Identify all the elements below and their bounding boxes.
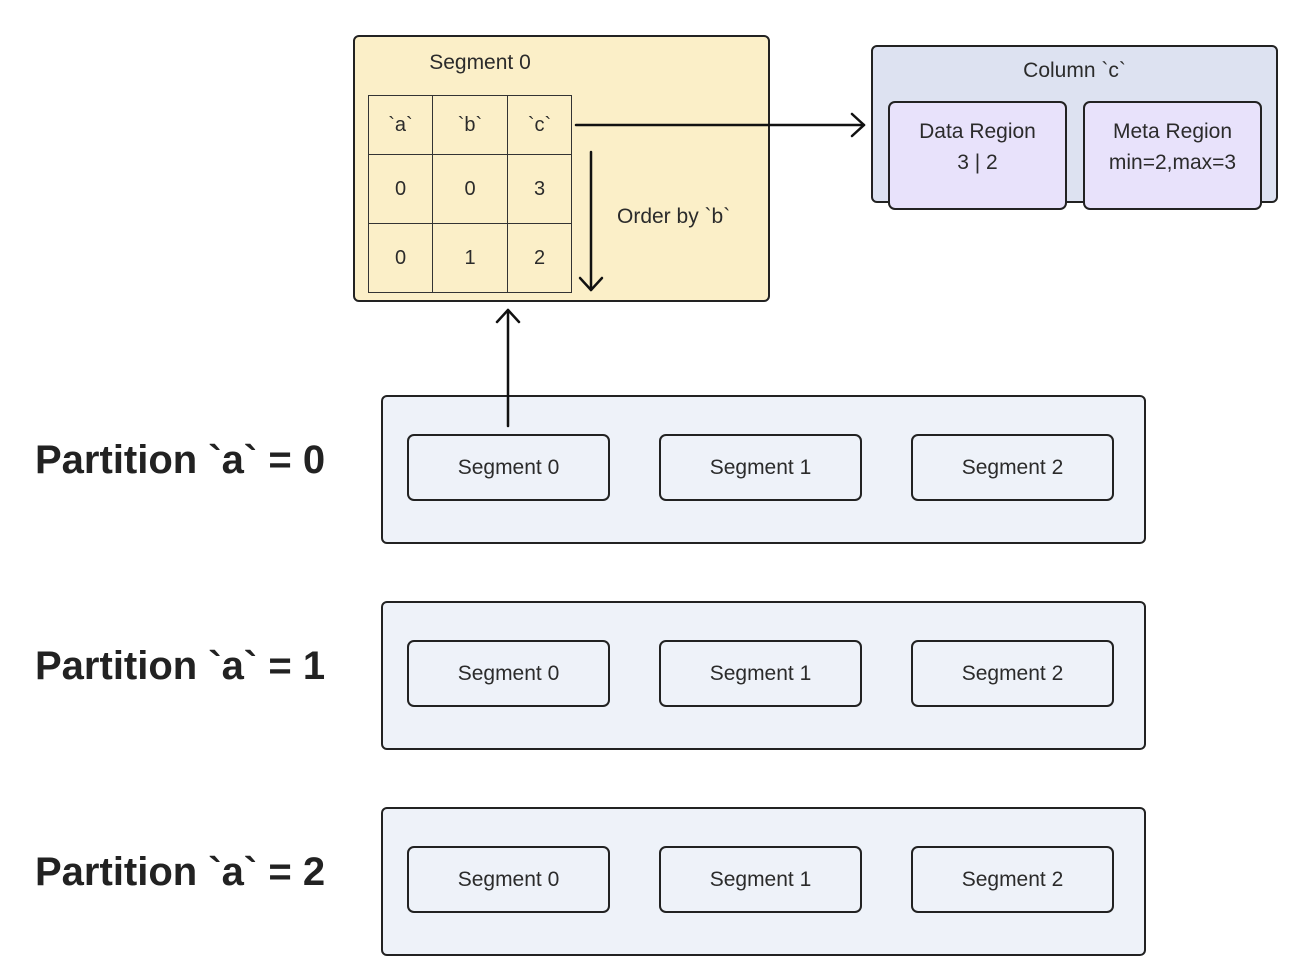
- segment-box[interactable]: Segment 2: [911, 640, 1114, 707]
- column-box: Column `c` Data Region 3 | 2 Meta Region…: [871, 45, 1278, 210]
- partition-label: Partition `a` = 1: [35, 644, 326, 688]
- data-region-box: Data Region 3 | 2: [888, 101, 1067, 210]
- partition-label: Partition `a` = 2: [35, 850, 326, 894]
- segment-box[interactable]: Segment 1: [659, 846, 862, 913]
- arrow-head-down: [578, 276, 604, 292]
- segment-box[interactable]: Segment 1: [659, 640, 862, 707]
- data-region-label: Data Region: [919, 120, 1036, 143]
- table-row: 0 1 2: [368, 223, 572, 293]
- meta-region-value: min=2,max=3: [1108, 151, 1237, 174]
- segment-box[interactable]: Segment 0: [407, 640, 610, 707]
- segment-box[interactable]: Segment 2: [911, 846, 1114, 913]
- segment-detail-box: Segment 0 `a` `b` `c` 0 0 3 0 1 2 Order …: [353, 35, 770, 302]
- arrow-head-right: [850, 112, 866, 138]
- segment-box[interactable]: Segment 0: [407, 434, 610, 501]
- column-header-a: `a`: [368, 95, 433, 155]
- segment-box[interactable]: Segment 0: [407, 846, 610, 913]
- data-region-value: 3 | 2: [957, 151, 998, 174]
- arrow-head-up: [495, 308, 521, 324]
- table-header-row: `a` `b` `c`: [368, 95, 572, 155]
- partition-box: Segment 0 Segment 1 Segment 2: [381, 601, 1146, 750]
- column-title: Column `c`: [1023, 59, 1126, 82]
- segment-box[interactable]: Segment 1: [659, 434, 862, 501]
- segment-table: `a` `b` `c` 0 0 3 0 1 2: [368, 95, 572, 293]
- table-cell: 0: [432, 154, 508, 224]
- table-cell: 3: [507, 154, 572, 224]
- segment-detail-title: Segment 0: [429, 51, 531, 74]
- meta-region-label: Meta Region: [1112, 120, 1233, 143]
- table-row: 0 0 3: [368, 154, 572, 224]
- order-by-label: Order by `b`: [617, 205, 731, 228]
- table-cell: 1: [432, 223, 508, 293]
- partition-box: Segment 0 Segment 1 Segment 2: [381, 807, 1146, 956]
- table-cell: 0: [368, 223, 433, 293]
- table-cell: 2: [507, 223, 572, 293]
- partition-label: Partition `a` = 0: [35, 438, 326, 482]
- meta-region-box: Meta Region min=2,max=3: [1083, 101, 1262, 210]
- segment-box[interactable]: Segment 2: [911, 434, 1114, 501]
- column-header-c: `c`: [507, 95, 572, 155]
